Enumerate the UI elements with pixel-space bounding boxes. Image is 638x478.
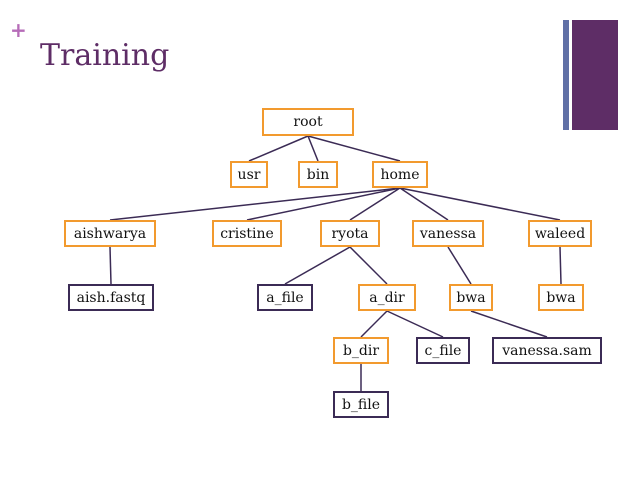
directory-node-aishwarya: aishwarya: [64, 220, 156, 247]
edge-ryota-a_file: [284, 246, 351, 285]
edge-root-bin: [307, 135, 319, 162]
directory-node-b-dir: b_dir: [333, 337, 389, 364]
accent-bar-thin: [563, 20, 569, 130]
file-node-b-file: b_file: [333, 391, 389, 418]
edge-bwa_vanessa-vanessa_sam: [470, 310, 548, 338]
directory-node-bin: bin: [298, 161, 338, 188]
edge-waleed-bwa_waleed: [559, 246, 562, 285]
directory-node-a-dir: a_dir: [358, 284, 416, 311]
directory-node-bwa-vanessa: bwa: [449, 284, 493, 311]
directory-node-usr: usr: [230, 161, 268, 188]
edge-a_dir-c_file: [386, 310, 444, 338]
edge-ryota-a_dir: [349, 246, 388, 285]
file-node-vanessa-sam: vanessa.sam: [492, 337, 602, 364]
directory-node-cristine: cristine: [212, 220, 282, 247]
slide-title: Training: [40, 38, 170, 73]
edge-home-cristine: [246, 187, 401, 221]
edge-a_dir-b_dir: [360, 310, 388, 338]
file-node-c-file: c_file: [416, 337, 470, 364]
accent-bar-wide: [572, 20, 618, 130]
directory-node-home: home: [372, 161, 428, 188]
edge-root-usr: [248, 135, 309, 162]
edge-home-vanessa: [399, 187, 449, 221]
edge-home-aishwarya: [109, 187, 401, 221]
file-node-a-file: a_file: [257, 284, 313, 311]
directory-node-ryota: ryota: [320, 220, 380, 247]
bullet-plus-icon: +: [10, 18, 27, 42]
edge-aishwarya-aish_fastq: [109, 246, 112, 285]
edge-home-ryota: [349, 187, 401, 221]
directory-node-bwa-waleed: bwa: [538, 284, 584, 311]
directory-node-vanessa: vanessa: [412, 220, 484, 247]
edge-root-home: [307, 135, 401, 162]
directory-node-root: root: [262, 108, 354, 136]
directory-node-waleed: waleed: [528, 220, 592, 247]
edge-vanessa-bwa_vanessa: [447, 246, 472, 285]
edge-home-waleed: [399, 187, 561, 221]
file-node-aish-fastq: aish.fastq: [68, 284, 154, 311]
